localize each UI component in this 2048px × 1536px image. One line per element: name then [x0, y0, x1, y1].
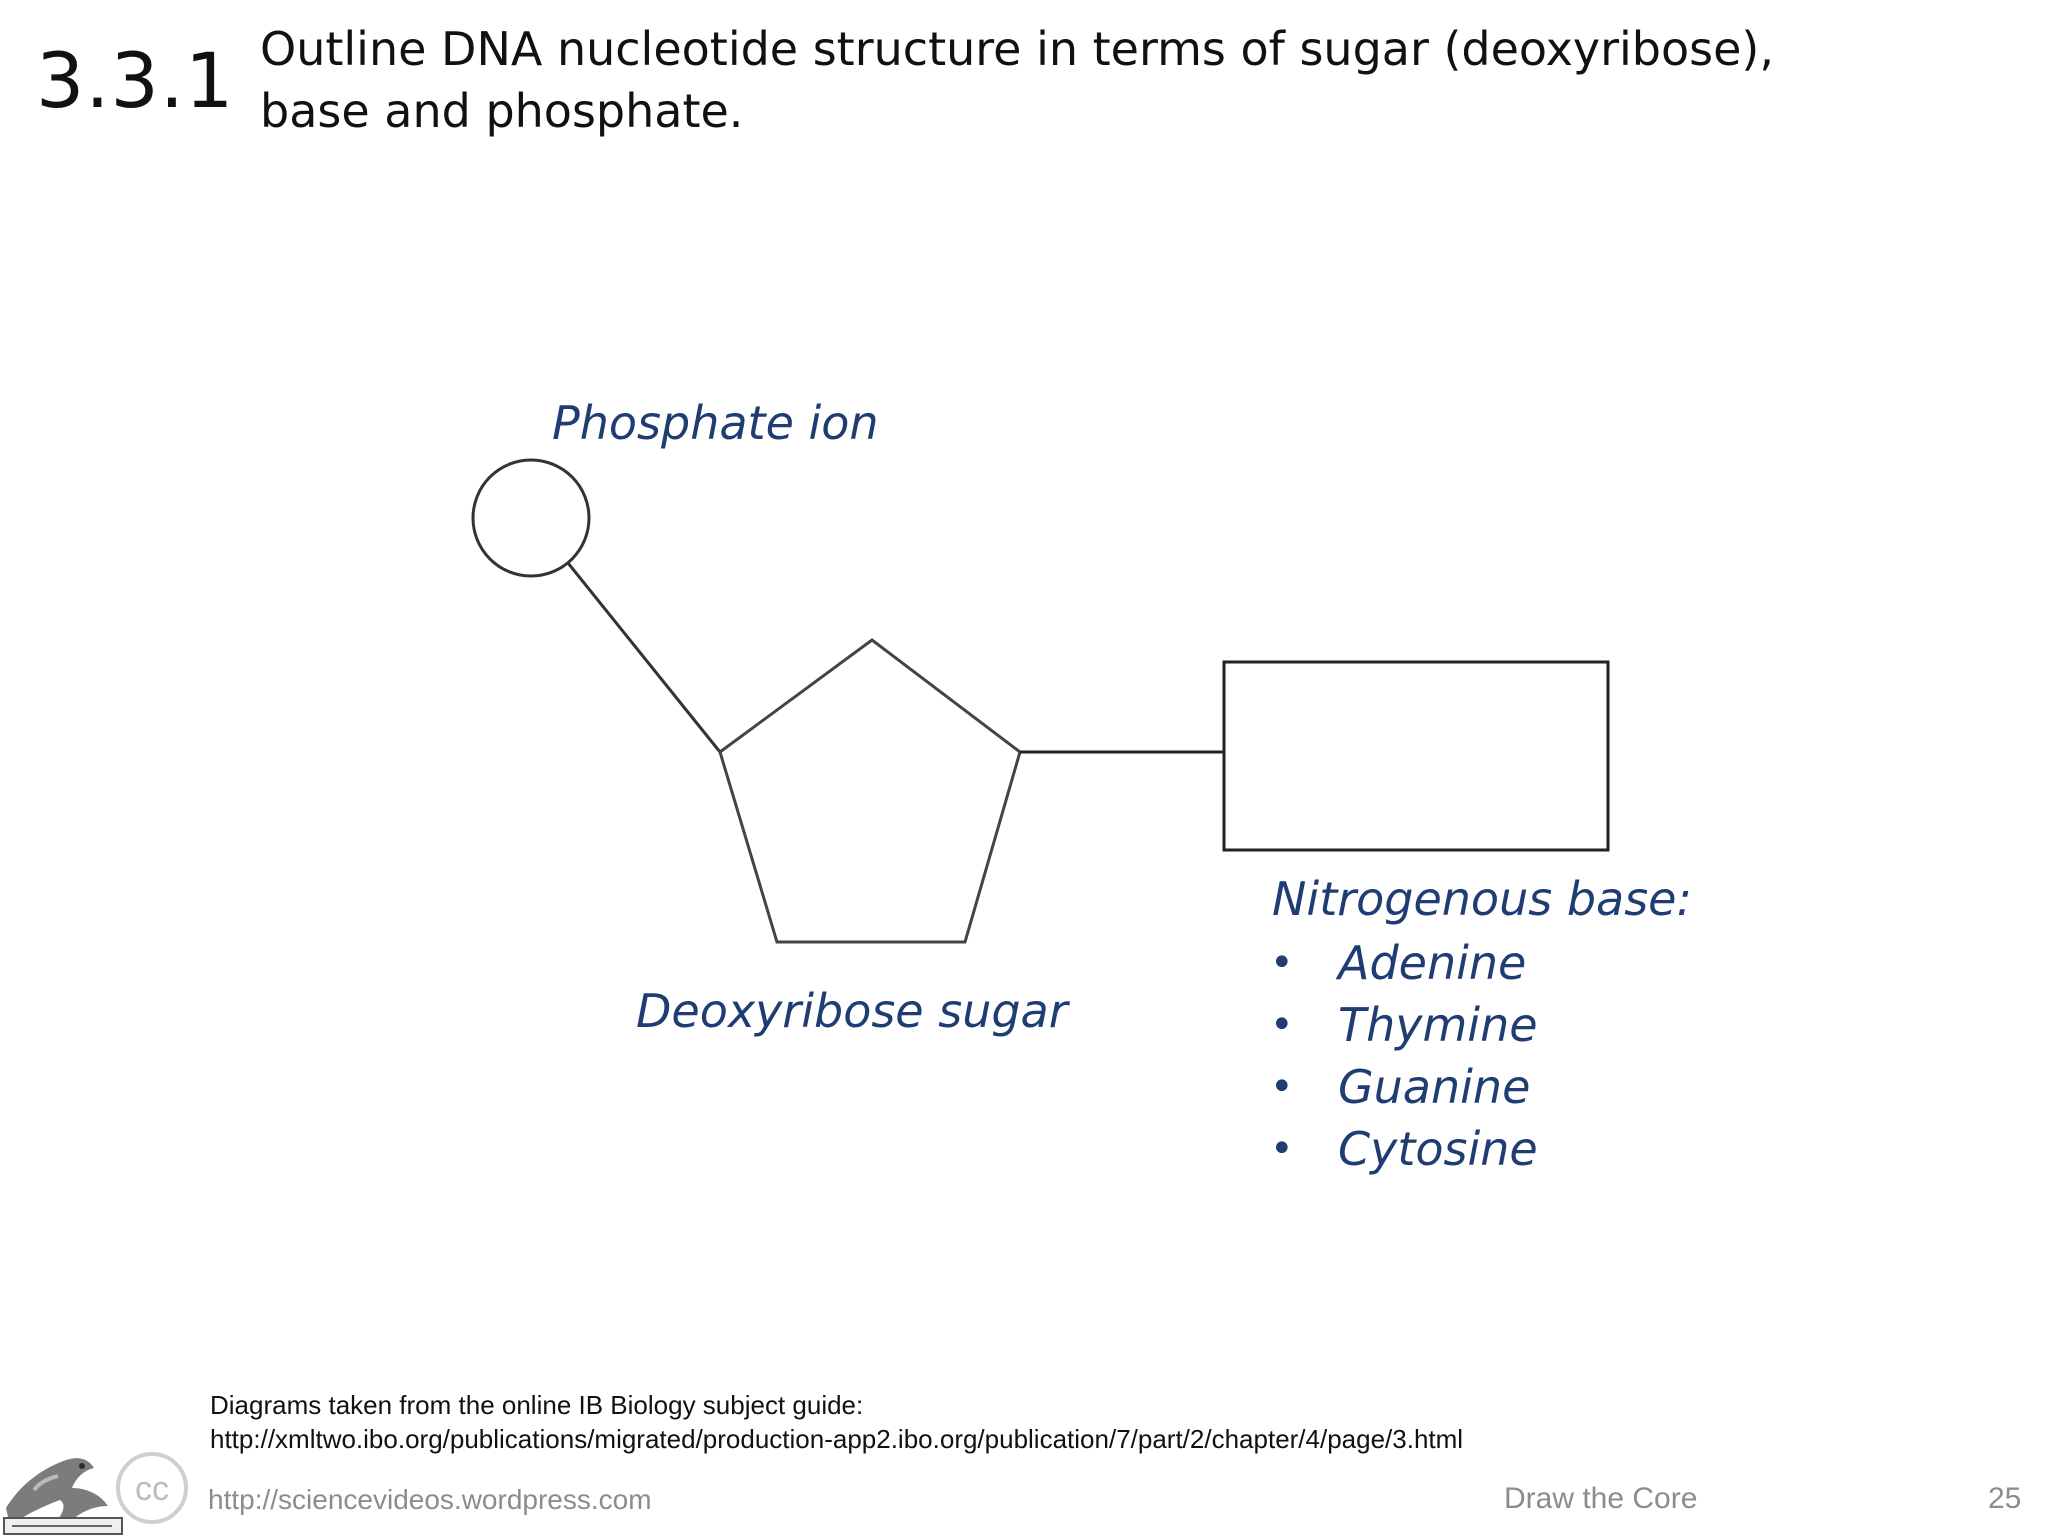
phosphate-sugar-bond [566, 562, 722, 753]
footer-url[interactable]: http://sciencevideos.wordpress.com [208, 1484, 652, 1515]
base-label: Adenine [1338, 936, 1527, 990]
nitrogenous-base-rectangle [1222, 660, 1610, 852]
bullet-icon: • [1270, 1064, 1294, 1110]
deoxyribose-pentagon [718, 638, 1022, 944]
base-list-item-thymine: • Thymine [1268, 994, 1538, 1056]
base-heading: Nitrogenous base: [1272, 872, 1692, 926]
page-number: 25 [1988, 1482, 2022, 1515]
base-list: • Adenine • Thymine • Guanine • Cytosine [1268, 932, 1538, 1180]
base-label: Cytosine [1338, 1122, 1538, 1176]
creative-commons-icon [116, 1452, 188, 1524]
base-label: Thymine [1338, 998, 1538, 1052]
base-list-item-guanine: • Guanine [1268, 1056, 1538, 1118]
bullet-icon: • [1270, 1126, 1294, 1172]
lizard-icon [6, 1458, 108, 1526]
lizard-logo-icon: cc [3, 1452, 188, 1535]
phosphate-label: Phosphate ion [552, 396, 879, 450]
creative-commons-label: cc [135, 1470, 169, 1508]
sugar-label: Deoxyribose sugar [636, 984, 1068, 1038]
phosphate-circle [471, 458, 591, 578]
source-note-line: Diagrams taken from the online IB Biolog… [210, 1390, 864, 1420]
slide-number-heading: 3.3.1 [36, 36, 235, 125]
footer-title: Draw the Core [1504, 1482, 1698, 1515]
base-list-item-cytosine: • Cytosine [1268, 1118, 1538, 1180]
base-list-item-adenine: • Adenine [1268, 932, 1538, 994]
bullet-icon: • [1270, 1002, 1294, 1048]
source-note: Diagrams taken from the online IB Biolog… [210, 1388, 1463, 1456]
slide-title: Outline DNA nucleotide structure in term… [260, 22, 1774, 138]
bullet-icon: • [1270, 940, 1294, 986]
base-label: Guanine [1338, 1060, 1531, 1114]
source-url[interactable]: http://xmltwo.ibo.org/publications/migra… [210, 1424, 1464, 1454]
